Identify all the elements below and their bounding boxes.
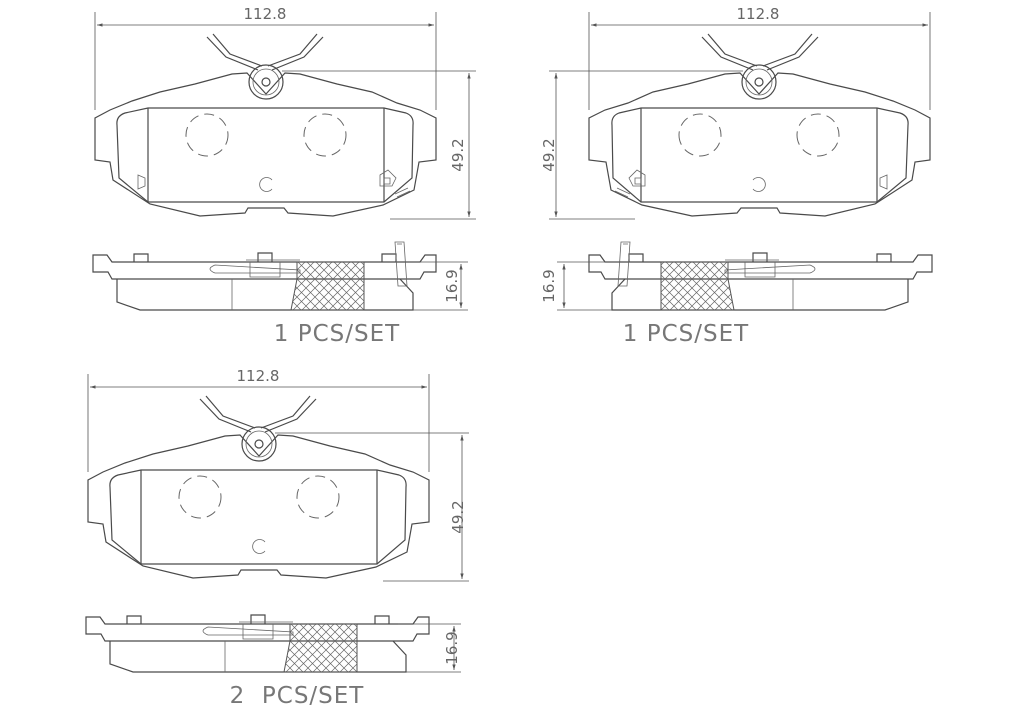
side-tabs	[126, 614, 390, 624]
friction-material-outline	[611, 107, 909, 203]
width-dimension-label: 112.8	[237, 367, 280, 385]
pad-drawing-2	[549, 12, 933, 311]
guide-pin-boss	[741, 64, 777, 100]
pad-drawing-3	[85, 374, 469, 673]
wear-indicator-tab	[394, 187, 411, 198]
wear-indicator-tab	[614, 187, 631, 198]
side-spring	[724, 259, 816, 278]
dashed-circle-left	[185, 113, 229, 157]
width-extension-lines	[588, 12, 931, 110]
hatched-section	[283, 623, 358, 673]
dashed-circle-right	[296, 475, 340, 519]
guide-pin-boss	[248, 64, 284, 100]
width-extension-lines	[87, 374, 430, 472]
center-mark	[752, 177, 766, 192]
side-wear-indicator	[617, 241, 631, 287]
quantity-label: 2 PCS/SET	[230, 683, 365, 709]
height-dimension-label: 49.2	[449, 500, 467, 533]
dashed-circle-right	[678, 113, 722, 157]
hatched-section	[660, 261, 735, 311]
friction-material-outline	[116, 107, 414, 203]
side-friction	[116, 278, 414, 311]
wear-indicator	[379, 169, 397, 187]
guide-pin-hole	[754, 77, 764, 87]
quantity-label: 1 PCS/SET	[623, 321, 749, 347]
side-backing-plate	[85, 616, 430, 642]
hatched-section	[290, 261, 365, 311]
side-tabs	[133, 252, 397, 262]
width-dimension-label: 112.8	[737, 5, 780, 23]
backing-plate-outline	[87, 434, 430, 579]
guide-pin-boss-inner	[245, 430, 273, 458]
spring-clip	[199, 395, 317, 433]
side-friction	[611, 278, 909, 311]
guide-pin-boss-inner	[745, 68, 773, 96]
wear-indicator	[628, 169, 646, 187]
dashed-circle-left	[796, 113, 840, 157]
thickness-extension-lines	[557, 261, 620, 311]
guide-pin-hole	[254, 439, 264, 449]
side-backing-plate	[92, 254, 437, 280]
thickness-dimension-label: 16.9	[540, 269, 558, 302]
backing-plate-outline	[94, 72, 437, 217]
quantity-label: 1 PCS/SET	[274, 321, 400, 347]
spring-clip	[206, 33, 324, 71]
side-wear-indicator	[394, 241, 408, 287]
thickness-extension-lines	[405, 261, 468, 311]
center-mark	[259, 177, 273, 192]
width-extension-lines	[94, 12, 437, 110]
d-slot-left	[137, 174, 146, 190]
chamfer-lines	[640, 108, 878, 202]
guide-pin-hole	[261, 77, 271, 87]
center-mark	[252, 539, 266, 554]
width-dimension-label: 112.8	[244, 5, 287, 23]
friction-material-outline	[109, 469, 407, 565]
thickness-dimension-label: 16.9	[443, 269, 461, 302]
thickness-dimension-label: 16.9	[443, 631, 461, 664]
side-tabs	[628, 252, 892, 262]
dashed-circle-right	[303, 113, 347, 157]
chamfer-lines	[140, 470, 378, 564]
side-backing-plate	[588, 254, 933, 280]
height-dimension-label: 49.2	[449, 138, 467, 171]
chamfer-lines	[147, 108, 385, 202]
height-dimension-label: 49.2	[540, 138, 558, 171]
side-spring	[209, 259, 301, 278]
guide-pin-boss	[241, 426, 277, 462]
thickness-extension-lines	[398, 623, 461, 673]
height-extension-lines	[282, 70, 476, 220]
side-spring	[202, 621, 294, 640]
dashed-circle-left	[178, 475, 222, 519]
d-slot-left	[879, 174, 888, 190]
backing-plate-outline	[588, 72, 931, 217]
pad-drawing-1	[92, 12, 476, 311]
height-extension-lines	[275, 432, 469, 582]
side-friction	[109, 640, 407, 673]
height-extension-lines	[549, 70, 743, 220]
spring-clip	[701, 33, 819, 71]
guide-pin-boss-inner	[252, 68, 280, 96]
